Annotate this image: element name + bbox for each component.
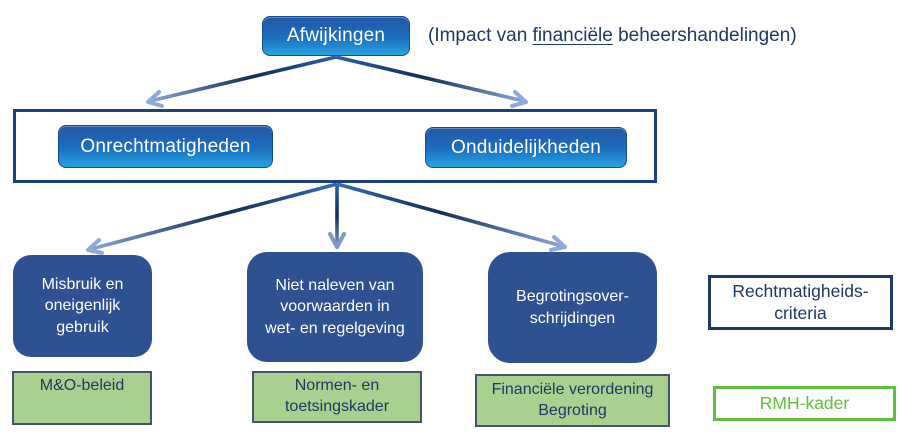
diagram-heading: (Impact van financiële beheershandelinge… [428,15,797,57]
heading-underlined-word: financiële [532,25,613,46]
arrow-root-to-frame-left [146,55,337,108]
box-financiele-verordening-begroting: Financiële verordening Begroting [475,374,670,427]
node-onrechtmatigheden: Onrechtmatigheden [58,125,273,168]
box-mo-beleid: M&O-beleid [12,371,152,425]
heading-prefix: (Impact van [428,25,528,46]
node-onduidelijkheden: Onduidelijkheden [425,127,627,168]
node-afwijkingen: Afwijkingen [262,16,410,56]
box-rmh-kader: RMH-kader [713,386,896,421]
heading-suffix: beheershandelingen) [618,25,797,46]
node-begrotingsoverschrijdingen: Begrotingsover- schrijdingen [488,252,657,363]
node-misbruik-oneigenlijk-gebruik: Misbruik en oneigenlijk gebruik [13,255,152,357]
arrow-frame-to-nietnaleven [328,184,346,249]
label-rechtmatigheidscriteria: Rechtmatigheids- criteria [708,275,893,330]
box-normen-toetsingskader: Normen- en toetsingskader [252,371,422,423]
arrow-frame-to-misbruik [86,182,338,255]
arrow-frame-to-begroting [336,182,567,252]
node-niet-naleven-voorwaarden: Niet naleven van voorwaarden in wet- en … [247,252,423,362]
arrow-root-to-frame-right [335,55,528,108]
